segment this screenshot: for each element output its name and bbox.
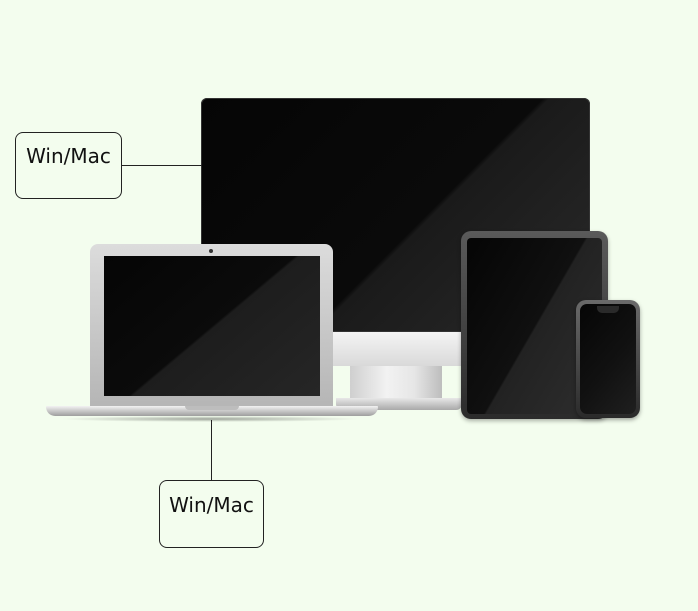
laptop-base: [46, 406, 378, 416]
callout-top-label: Win/Mac: [26, 143, 111, 168]
callout-bottom-leader-line: [211, 420, 212, 480]
laptop-shadow: [60, 416, 360, 422]
callout-bottom-box: Win/Mac: [159, 480, 264, 548]
callout-bottom-label: Win/Mac: [169, 493, 254, 517]
callout-top-leader-line: [122, 165, 202, 166]
smartphone-screen: [580, 304, 636, 414]
smartphone-camera: [597, 306, 619, 313]
desktop-monitor-stand: [350, 366, 442, 402]
laptop-screen: [104, 256, 320, 396]
laptop-webcam: [209, 249, 213, 253]
laptop-open-notch: [185, 406, 239, 410]
callout-top-box: Win/Mac: [15, 132, 122, 199]
